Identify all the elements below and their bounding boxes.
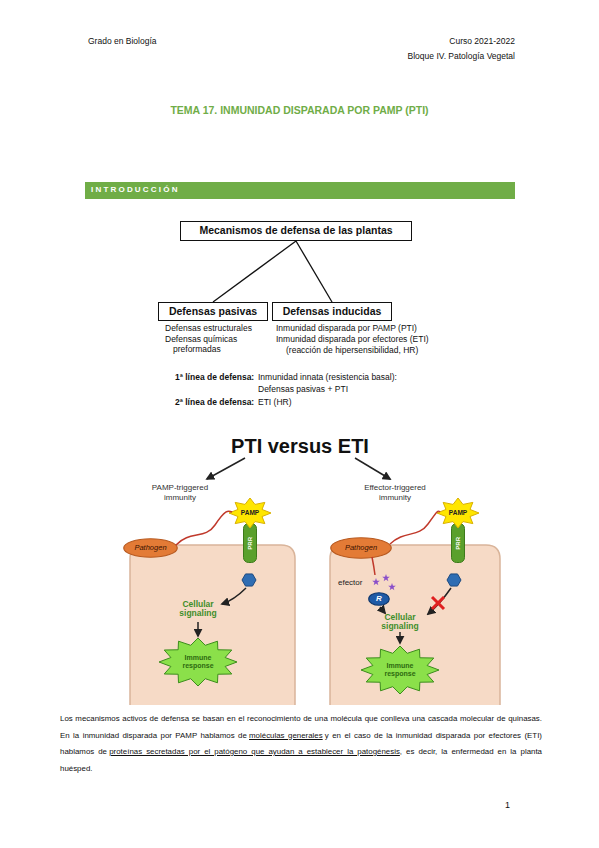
branch-arrow xyxy=(207,458,245,479)
node-text: Pathogen xyxy=(345,544,377,552)
r-protein: R xyxy=(368,592,390,606)
star-shape xyxy=(229,498,271,528)
signal-arrow xyxy=(222,588,246,604)
line-heading: 2ª línea de defensa: xyxy=(175,397,254,407)
cell-shape xyxy=(130,545,295,705)
line-text: Defensas pasivas + PTI xyxy=(258,384,348,394)
secretion-line xyxy=(372,557,375,575)
star-shape xyxy=(159,638,237,686)
effector-star xyxy=(372,578,380,585)
node-text: Mecanismos de defensa de las plantas xyxy=(199,225,392,237)
effector-star xyxy=(382,574,390,581)
line-heading: 1ª línea de defensa: xyxy=(175,372,254,382)
block-cross xyxy=(432,597,444,609)
header-text: Grado en Biología xyxy=(88,36,157,46)
ellipse-shape xyxy=(331,538,392,559)
plant-cell: Cellular signalingImmune response xyxy=(130,545,295,705)
branch-line xyxy=(296,241,332,302)
header-text: Bloque IV. Patología Vegetal xyxy=(408,51,515,61)
figure-title: PTI versus ETI xyxy=(150,434,450,458)
list-item: (reacción de hipersensibilidad, HR) xyxy=(286,345,418,355)
kinase-hexagon xyxy=(447,574,461,586)
page-title: TEMA 17. INMUNIDAD DISPARADA POR PAMP (P… xyxy=(0,104,599,116)
blocked-arrow xyxy=(428,588,451,614)
node-text: Immune response xyxy=(377,662,423,677)
paragraph-run: moléculas generales xyxy=(249,731,323,740)
section-band: INTRODUCCIÓN xyxy=(85,182,515,199)
pamp-star: PAMP xyxy=(436,497,480,529)
signal-arrow xyxy=(197,622,199,636)
node-text: Defensas inducidas xyxy=(283,306,382,318)
line-text: ETI (HR) xyxy=(258,397,292,407)
list-item: Defensas químicas preformadas xyxy=(165,334,265,354)
root-box: Mecanismos de defensa de las plantas xyxy=(180,221,412,241)
effector-star xyxy=(388,583,396,590)
signal-arrow xyxy=(380,607,385,613)
node-text: PAMP xyxy=(449,509,467,516)
receptor-bar: PRR xyxy=(243,523,257,563)
node-text: PAMP xyxy=(241,509,259,516)
ellipse-shape xyxy=(369,593,390,606)
node-text: Defensas pasivas xyxy=(169,306,257,318)
panel-title: Effector-triggered immunity xyxy=(350,483,440,502)
node-text: Cellular signaling xyxy=(168,600,228,619)
pathogen-tether xyxy=(390,511,440,544)
star-shape xyxy=(437,498,479,528)
node-text: Cellular signaling xyxy=(370,613,430,632)
body-paragraph: Los mecanismos activos de defensa se bas… xyxy=(60,711,542,777)
ellipse-shape xyxy=(124,539,178,558)
node-text: Immune response xyxy=(175,654,221,669)
response-burst: Immune response xyxy=(360,645,440,695)
node-text: R xyxy=(376,595,382,604)
paragraph-run: proteínas secretadas por el patógeno que… xyxy=(109,747,400,756)
branch-arrow xyxy=(355,458,390,479)
plant-cell: Cellular signaling R Immune response xyxy=(330,545,500,705)
list-item: Defensas estructurales xyxy=(165,323,252,333)
response-burst: Immune response xyxy=(158,637,238,687)
line-text: Inmunidad innata (resistencia basal): xyxy=(258,372,397,382)
pathogen-ellipse: Pathogen xyxy=(330,537,392,559)
block-cross xyxy=(432,597,444,609)
list-item: Inmunidad disparada por PAMP (PTI) xyxy=(276,323,417,333)
signal-arrow xyxy=(399,632,401,643)
pamp-star: PAMP xyxy=(228,497,272,529)
header-text: Curso 2021-2022 xyxy=(449,36,515,46)
branch-line xyxy=(213,241,296,302)
panel-title: PAMP-triggered immunity xyxy=(138,483,222,502)
pathogen-ellipse: Pathogen xyxy=(123,538,178,558)
page-number: 1 xyxy=(505,800,510,811)
bar-shape xyxy=(452,524,465,563)
bar-shape xyxy=(244,524,257,563)
category-box: Defensas pasivas xyxy=(158,302,268,321)
node-text: Pathogen xyxy=(134,544,166,552)
node-text: INTRODUCCIÓN xyxy=(91,186,180,195)
category-box: Defensas inducidas xyxy=(272,302,392,321)
cell-shape xyxy=(330,545,500,705)
receptor-bar: PRR xyxy=(451,523,465,563)
kinase-hexagon xyxy=(242,574,256,586)
list-item: Inmunidad disparada por efectores (ETI) xyxy=(276,334,429,344)
node-text: PRR xyxy=(455,537,462,550)
pathogen-tether xyxy=(176,511,232,545)
effector-label: efector xyxy=(338,578,362,588)
node-text: PRR xyxy=(247,537,254,550)
star-shape xyxy=(361,646,439,694)
